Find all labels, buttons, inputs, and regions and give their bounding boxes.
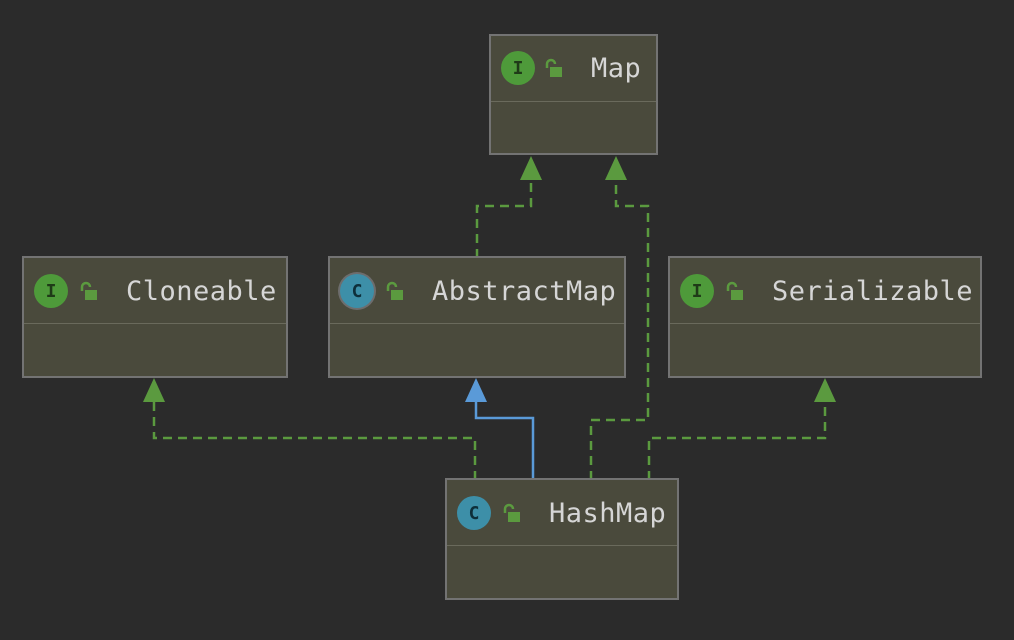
node-header: I Serializable — [670, 258, 980, 324]
unlocked-padlock-icon — [386, 281, 403, 300]
node-title: HashMap — [549, 498, 667, 529]
edge-arrowhead — [520, 156, 542, 180]
node-hashmap[interactable]: C HashMap — [445, 478, 679, 600]
node-map[interactable]: I Map — [489, 34, 658, 155]
unlocked-padlock-icon — [545, 58, 562, 77]
node-title: Cloneable — [126, 276, 277, 307]
node-header: C AbstractMap — [330, 258, 624, 324]
node-header: I Cloneable — [24, 258, 286, 324]
class-icon: C — [457, 496, 491, 530]
edge-hashmap-implements-serializable — [647, 378, 836, 480]
node-abstractmap[interactable]: C AbstractMap — [328, 256, 626, 378]
node-title: Serializable — [772, 276, 974, 307]
unlocked-padlock-icon — [503, 503, 520, 522]
node-title: Map — [591, 53, 642, 84]
interface-icon: I — [34, 274, 68, 308]
node-header: I Map — [491, 36, 656, 102]
abstract-class-icon: C — [340, 274, 374, 308]
edge-arrowhead — [814, 378, 836, 402]
unlocked-padlock-icon — [80, 281, 97, 300]
edge-hashmap-implements-cloneable — [143, 378, 477, 480]
unlocked-padlock-icon — [726, 281, 743, 300]
edge-hashmap-extends-abstractmap — [465, 378, 535, 480]
edge-arrowhead — [143, 378, 165, 402]
node-header: C HashMap — [447, 480, 677, 546]
edge-arrowhead — [465, 378, 487, 402]
interface-icon: I — [680, 274, 714, 308]
node-cloneable[interactable]: I Cloneable — [22, 256, 288, 378]
node-serializable[interactable]: I Serializable — [668, 256, 982, 378]
node-title: AbstractMap — [432, 276, 617, 307]
edge-abstractmap-implements-map — [475, 156, 542, 258]
edge-arrowhead — [605, 156, 627, 180]
edge-hashmap-implements-map — [589, 156, 650, 480]
interface-icon: I — [501, 51, 535, 85]
